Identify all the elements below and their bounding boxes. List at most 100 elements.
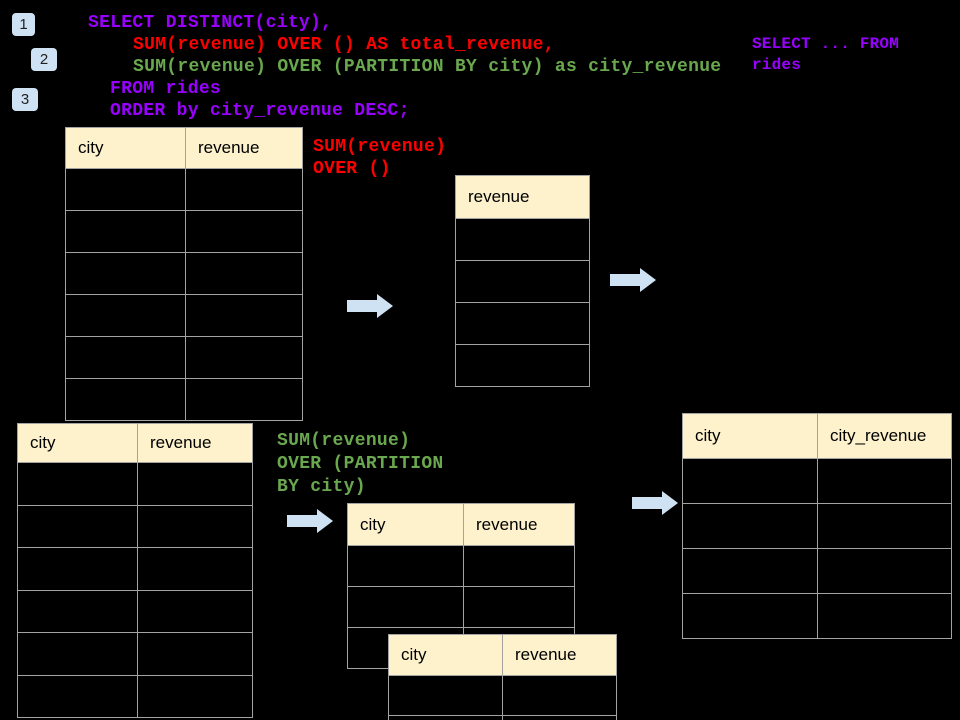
step-badge-2: 2 — [31, 48, 57, 71]
table-cell — [138, 591, 252, 633]
table-cell — [66, 337, 186, 378]
column-header-city: city — [683, 414, 818, 458]
table-row — [66, 378, 302, 420]
table-cell — [18, 590, 138, 632]
table-cell — [186, 253, 302, 294]
table-cell — [186, 379, 302, 420]
table-cell — [138, 676, 252, 718]
table-cell — [18, 463, 138, 505]
table-row — [456, 302, 589, 344]
table-row — [18, 632, 252, 675]
table-cell — [456, 303, 589, 344]
side-note-rides: rides — [752, 56, 802, 74]
table-row — [389, 675, 616, 715]
table-cell — [186, 211, 302, 252]
column-header-city: city — [348, 504, 464, 545]
table-cell — [18, 675, 138, 717]
table-cell — [186, 295, 302, 336]
table-cell — [66, 253, 186, 294]
table-cell — [818, 594, 951, 638]
arrow-right-icon — [347, 294, 393, 318]
table-row — [18, 504, 252, 548]
arrow-right-icon — [632, 491, 678, 515]
table-row — [18, 462, 252, 505]
column-header-city: city — [66, 128, 186, 168]
column-header-revenue: revenue — [456, 176, 589, 218]
table-row — [66, 168, 302, 210]
table-cell — [464, 587, 574, 627]
annotation-over-partition-line2: OVER (PARTITION — [277, 454, 444, 474]
column-header-revenue: revenue — [464, 504, 574, 545]
table-cell — [66, 379, 186, 420]
step-badge-1: 1 — [12, 13, 35, 36]
table-row — [66, 336, 302, 378]
column-header-revenue: revenue — [138, 424, 252, 462]
table-row — [18, 674, 252, 718]
table-cell — [18, 633, 138, 675]
table-cell — [456, 345, 589, 386]
table-cell — [683, 549, 818, 593]
table-cell — [66, 211, 186, 252]
table-row — [348, 586, 574, 627]
table-cell — [456, 261, 589, 302]
sql-line-sum-partition: SUM(revenue) OVER (PARTITION BY city) as… — [133, 57, 722, 77]
table-cell — [683, 504, 818, 548]
table-cell — [138, 548, 252, 590]
table-cell — [138, 463, 252, 505]
table-cell — [683, 459, 818, 503]
table-row — [66, 252, 302, 294]
sql-line-select: SELECT DISTINCT(city), — [88, 13, 333, 33]
sql-line-sum-total: SUM(revenue) OVER () AS total_revenue, — [133, 35, 555, 55]
arrow-right-icon — [610, 268, 656, 292]
table-row — [18, 547, 252, 590]
table-cell — [389, 676, 503, 715]
column-header-city: city — [18, 424, 138, 462]
table-cell — [464, 546, 574, 586]
table-total-result: revenue — [455, 175, 590, 387]
table-cell — [138, 506, 252, 548]
table-cell — [818, 549, 951, 593]
table-cell — [18, 505, 138, 547]
table-row — [348, 545, 574, 586]
table-row — [456, 260, 589, 302]
annotation-over-total-line1: SUM(revenue) — [313, 137, 447, 157]
side-note-select-from: SELECT ... FROM — [752, 35, 900, 53]
table-cell — [186, 169, 302, 210]
table-row — [683, 548, 951, 593]
table-row — [683, 458, 951, 503]
table-cell — [186, 337, 302, 378]
table-row — [456, 344, 589, 386]
sql-line-from: FROM rides — [110, 79, 222, 99]
annotation-over-total-line2: OVER () — [313, 159, 391, 179]
table-cell — [18, 548, 138, 590]
column-header-revenue: revenue — [186, 128, 302, 168]
sql-line-order-by: ORDER by city_revenue DESC; — [110, 101, 410, 121]
column-header-city_revenue: city_revenue — [818, 414, 951, 458]
table-row — [18, 589, 252, 633]
table-row — [389, 715, 616, 720]
table-cell — [389, 716, 503, 720]
annotation-over-partition-line1: SUM(revenue) — [277, 431, 411, 451]
annotation-over-partition-line3: BY city) — [277, 477, 366, 497]
table-cell — [818, 459, 951, 503]
table-cell — [138, 633, 252, 675]
table-row — [456, 218, 589, 260]
column-header-city: city — [389, 635, 503, 675]
table-cell — [66, 169, 186, 210]
table-cell — [456, 219, 589, 260]
table-cell — [348, 587, 464, 627]
table-cell — [818, 504, 951, 548]
table-cell — [683, 594, 818, 638]
table-row — [683, 503, 951, 548]
table-cell — [503, 676, 616, 715]
table-header-row: revenue — [456, 176, 589, 218]
